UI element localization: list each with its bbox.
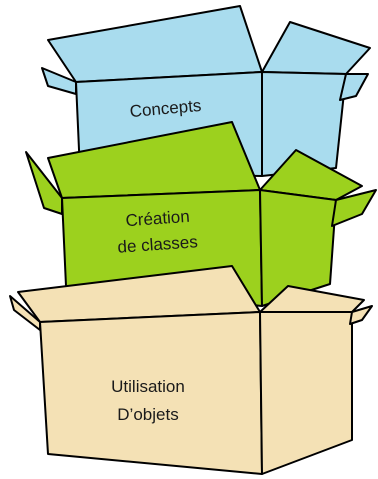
box-objects-right-flap <box>349 305 373 325</box>
box-concepts-back-flap-left <box>47 5 263 83</box>
box-concepts-right-flap <box>339 73 369 101</box>
box-concepts-side-face <box>261 71 347 177</box>
box-classes-label-line1: Création <box>125 207 190 230</box>
box-concepts-back-flap-right <box>261 21 371 75</box>
box-classes-side-face <box>259 189 337 307</box>
box-classes-right-flap <box>331 189 377 227</box>
box-objects-label-line2: D’objets <box>117 405 178 424</box>
box-objects-label-line1: Utilisation <box>111 377 185 396</box>
box-objects: Utilisation D’objets <box>9 265 373 475</box>
box-objects-side-face <box>259 311 353 475</box>
